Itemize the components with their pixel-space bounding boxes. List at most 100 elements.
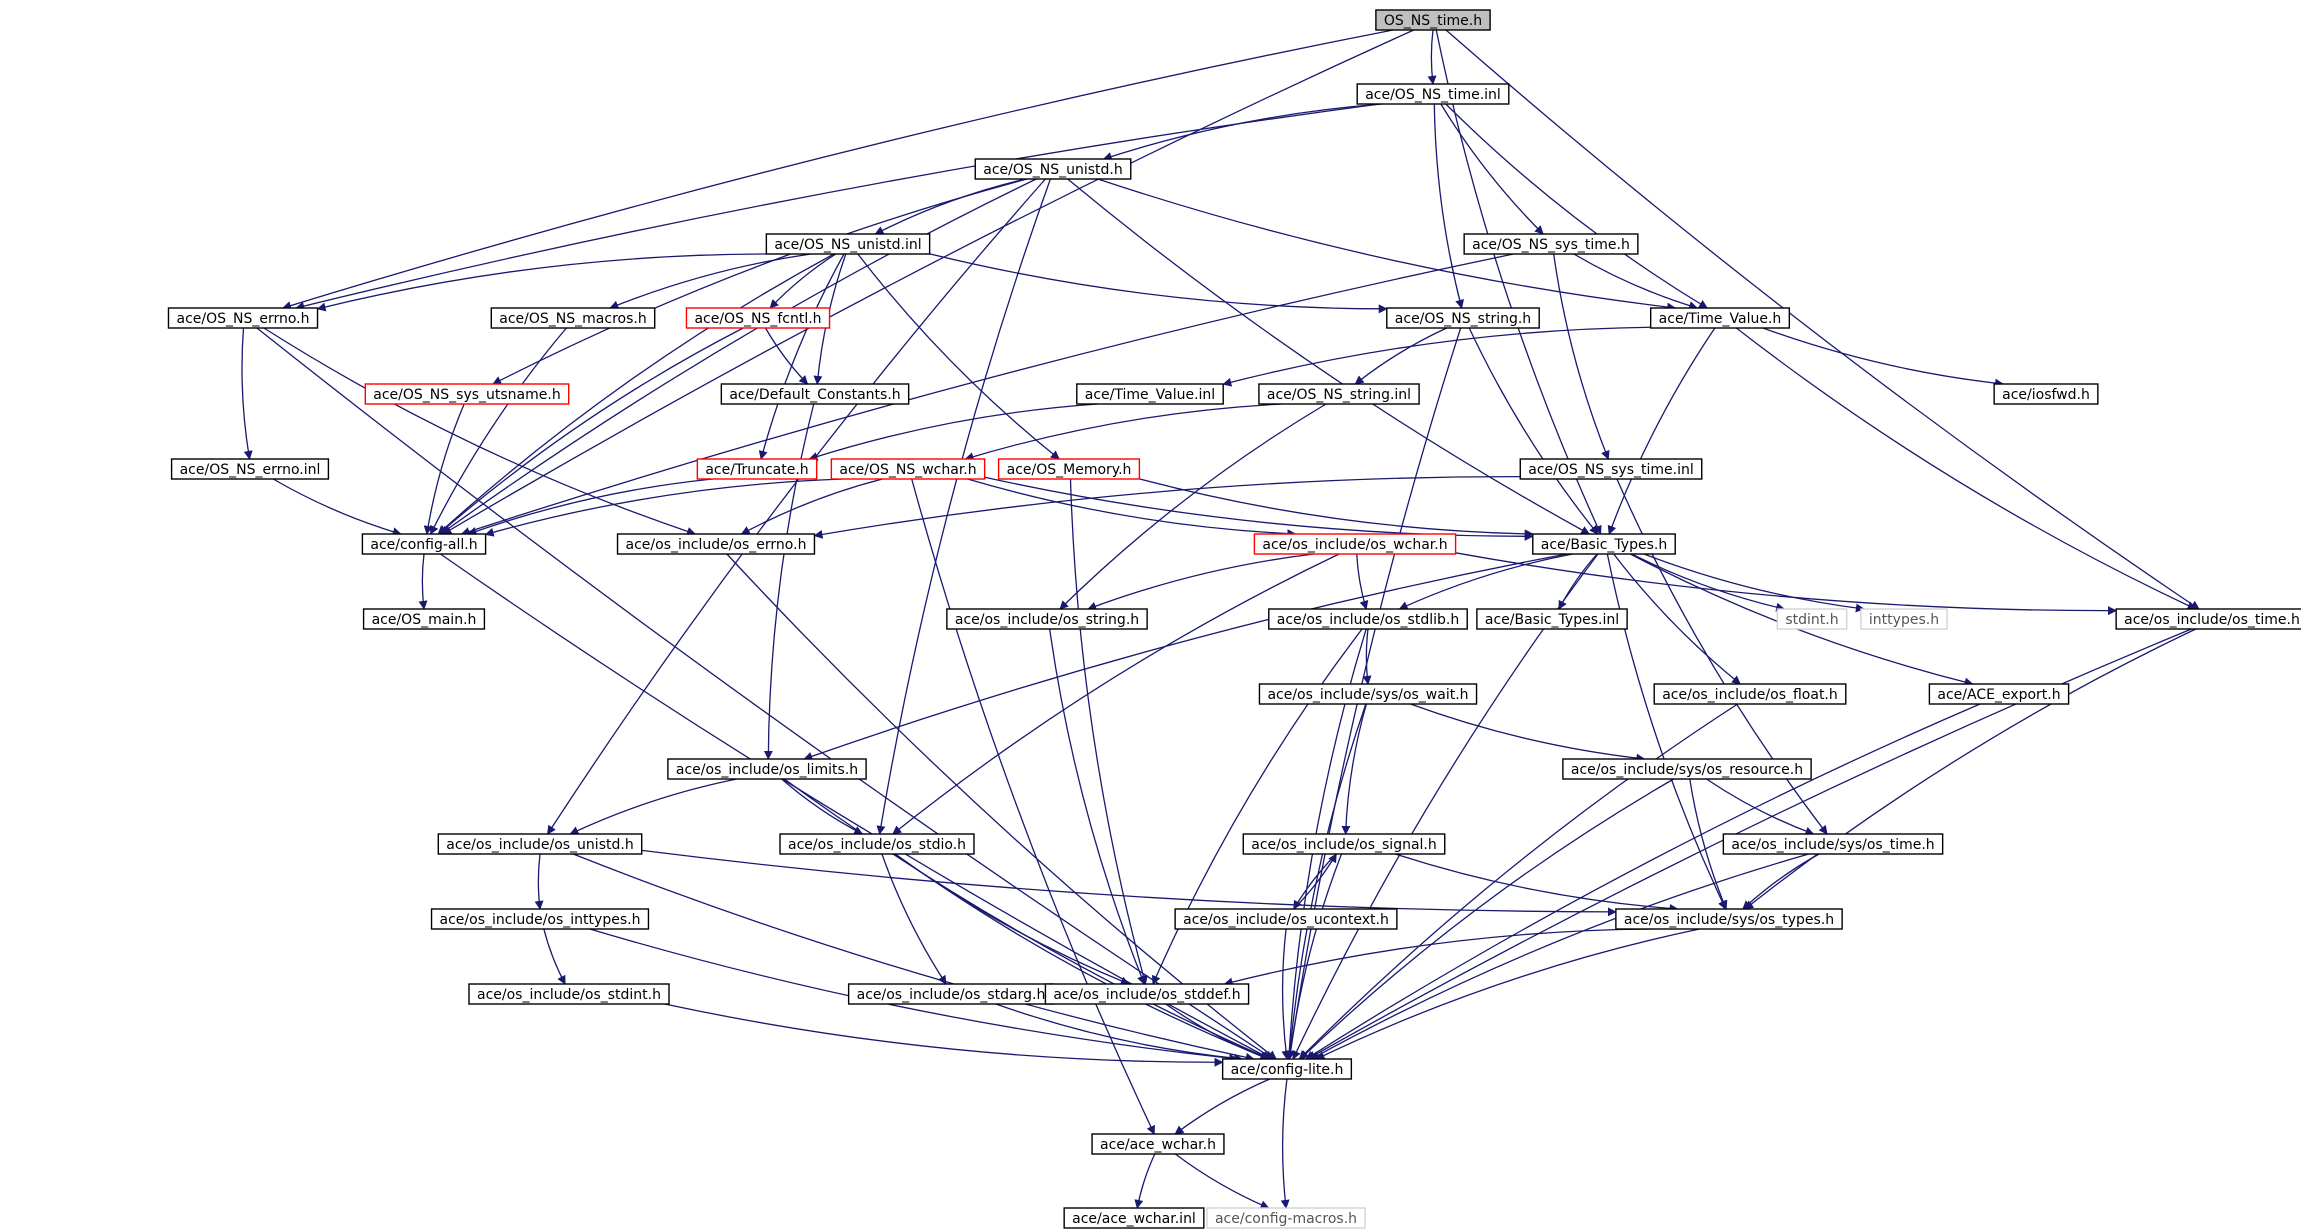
file-node-os-stdarg-h[interactable]: ace/os_include/os_stdarg.h xyxy=(847,983,1055,1005)
file-node-os-errno-h[interactable]: ace/os_include/os_errno.h xyxy=(616,533,816,555)
file-node-ace-wchar-h[interactable]: ace/ace_wchar.h xyxy=(1091,1133,1225,1155)
file-node-os-wchar-h[interactable]: ace/os_include/os_wchar.h xyxy=(1253,533,1457,555)
edge-os-ns-time-h-to-os-time-h xyxy=(1445,29,2200,610)
edge-sys-os-time-h-to-os-types-h xyxy=(1742,853,1820,910)
file-node-os-memory-h[interactable]: ace/OS_Memory.h xyxy=(997,458,1141,480)
node-box xyxy=(1375,9,1491,31)
edge-os-ns-errno-h-to-os-errno-h xyxy=(263,327,696,536)
node-box xyxy=(1776,608,1848,630)
node-box xyxy=(1174,908,1398,930)
node-label: ace/Basic_Types.inl xyxy=(1485,612,1619,628)
edge-os-memory-h-to-basic-types-h xyxy=(1139,478,1534,539)
file-node-os-ns-unistd-inl[interactable]: ace/OS_NS_unistd.inl xyxy=(765,233,931,255)
file-node-os-limits-h[interactable]: ace/os_include/os_limits.h xyxy=(667,758,867,780)
file-node-ace-wchar-inl[interactable]: ace/ace_wchar.inl xyxy=(1063,1207,1205,1229)
file-node-os-signal-h[interactable]: ace/os_include/os_signal.h xyxy=(1242,833,1446,855)
edge-os-ns-unistd-inl-to-os-ns-string-h xyxy=(929,253,1388,314)
node-box xyxy=(1356,83,1510,105)
file-node-os-stdlib-h[interactable]: ace/os_include/os_stdlib.h xyxy=(1268,608,1468,630)
file-node-iosfwd-h[interactable]: ace/iosfwd.h xyxy=(1993,383,2099,405)
edge-os-ns-sys-utsname-h-to-config-all-h xyxy=(423,403,465,535)
node-label: ace/os_include/os_stdarg.h xyxy=(857,987,1046,1003)
edge-os-ns-sys-time-h-to-time-value-h xyxy=(1573,253,1699,310)
edge-os-ns-fcntl-h-to-config-all-h xyxy=(438,327,744,535)
file-node-os-float-h[interactable]: ace/os_include/os_float.h xyxy=(1653,683,1847,705)
file-node-os-ns-string-inl[interactable]: ace/OS_NS_string.inl xyxy=(1258,383,1420,405)
node-box xyxy=(1860,608,1948,630)
file-node-os-string-h[interactable]: ace/os_include/os_string.h xyxy=(946,608,1148,630)
file-node-config-lite-h[interactable]: ace/config-lite.h xyxy=(1221,1058,1353,1080)
file-node-os-time-h[interactable]: ace/os_include/os_time.h xyxy=(2115,608,2301,630)
file-node-os-stdint-h[interactable]: ace/os_include/os_stdint.h xyxy=(468,983,670,1005)
edge-basic-types-h-to-inttypes-h xyxy=(1643,553,1865,613)
node-box xyxy=(468,983,670,1005)
file-node-os-ns-macros-h[interactable]: ace/OS_NS_macros.h xyxy=(490,307,656,329)
edge-os-ns-time-inl-to-os-ns-sys-time-h xyxy=(1440,103,1544,235)
node-box xyxy=(1221,1058,1353,1080)
file-node-config-all-h[interactable]: ace/config-all.h xyxy=(361,533,487,555)
file-node-os-ns-sys-time-inl[interactable]: ace/OS_NS_sys_time.inl xyxy=(1519,458,1703,480)
edge-os-stdio-h-to-os-stddef-h xyxy=(894,853,1130,986)
node-label: ace/OS_NS_sys_time.h xyxy=(1472,237,1630,253)
edge-os-wchar-h-to-os-stdio-h xyxy=(892,553,1340,835)
edge-os-ns-wchar-h-to-basic-types-h xyxy=(984,476,1534,541)
file-node-os-ns-time-h[interactable]: OS_NS_time.h xyxy=(1375,9,1491,31)
node-box xyxy=(1649,307,1791,329)
file-node-os-ns-unistd-h[interactable]: ace/OS_NS_unistd.h xyxy=(974,158,1132,180)
node-label: ace/OS_NS_unistd.inl xyxy=(774,237,921,253)
file-node-default-constants-h[interactable]: ace/Default_Constants.h xyxy=(720,383,910,405)
file-node-os-ns-time-inl[interactable]: ace/OS_NS_time.inl xyxy=(1356,83,1510,105)
file-node-time-value-h[interactable]: ace/Time_Value.h xyxy=(1649,307,1791,329)
file-node-os-unistd-h[interactable]: ace/os_include/os_unistd.h xyxy=(437,833,643,855)
node-label: ace/OS_Memory.h xyxy=(1007,462,1132,478)
edge-os-ns-sys-time-inl-to-os-errno-h xyxy=(813,475,1521,539)
file-node-config-macros-h[interactable]: ace/config-macros.h xyxy=(1206,1207,1366,1229)
file-node-os-ns-string-h[interactable]: ace/OS_NS_string.h xyxy=(1386,307,1540,329)
file-node-os-main-h[interactable]: ace/OS_main.h xyxy=(362,608,486,630)
node-box xyxy=(765,233,931,255)
edge-os-signal-h-to-os-ucontext-h xyxy=(1293,853,1337,910)
file-node-os-ns-sys-utsname-h[interactable]: ace/OS_NS_sys_utsname.h xyxy=(364,383,570,405)
node-label: ace/OS_NS_sys_time.inl xyxy=(1528,462,1693,478)
file-node-time-value-inl[interactable]: ace/Time_Value.inl xyxy=(1076,383,1224,405)
file-node-os-stddef-h[interactable]: ace/os_include/os_stddef.h xyxy=(1044,983,1250,1005)
file-node-os-inttypes-h[interactable]: ace/os_include/os_inttypes.h xyxy=(430,908,650,930)
file-node-os-ns-wchar-h[interactable]: ace/OS_NS_wchar.h xyxy=(830,458,986,480)
file-node-os-ns-errno-h[interactable]: ace/OS_NS_errno.h xyxy=(167,307,319,329)
edge-os-ns-unistd-h-to-time-value-h xyxy=(1097,178,1677,312)
edge-os-inttypes-h-to-config-lite-h xyxy=(589,928,1239,1063)
edge-os-ns-unistd-inl-to-config-all-h xyxy=(437,253,835,535)
edge-os-ns-wchar-h-to-os-errno-h xyxy=(740,478,883,535)
node-label: ace/Truncate.h xyxy=(705,462,808,478)
edge-config-all-h-to-os-main-h xyxy=(418,553,428,610)
file-node-os-ns-fcntl-h[interactable]: ace/OS_NS_fcntl.h xyxy=(685,307,831,329)
node-label: ace/iosfwd.h xyxy=(2002,387,2090,403)
edge-os-ns-unistd-inl-to-os-ns-fcntl-h xyxy=(769,253,837,309)
edge-os-ns-wchar-h-to-ace-wchar-h xyxy=(911,478,1155,1135)
file-node-os-types-h[interactable]: ace/os_include/sys/os_types.h xyxy=(1615,908,1843,930)
file-node-os-ucontext-h[interactable]: ace/os_include/os_ucontext.h xyxy=(1174,908,1398,930)
node-box xyxy=(1615,908,1843,930)
node-box xyxy=(779,833,975,855)
file-node-os-ns-errno-inl[interactable]: ace/OS_NS_errno.inl xyxy=(170,458,330,480)
dependency-edges xyxy=(241,29,2200,1209)
edge-os-wait-h-to-config-lite-h xyxy=(1285,703,1367,1060)
file-node-ace-export-h[interactable]: ace/ACE_export.h xyxy=(1928,683,2070,705)
file-node-inttypes-h[interactable]: inttypes.h xyxy=(1860,608,1948,630)
edge-truncate-h-to-config-all-h xyxy=(467,478,713,536)
node-label: ace/ace_wchar.inl xyxy=(1072,1211,1196,1227)
edge-os-ns-unistd-h-to-config-all-h xyxy=(440,178,1037,535)
edge-basic-types-h-to-os-stdlib-h xyxy=(1398,553,1573,610)
file-node-stdint-h[interactable]: stdint.h xyxy=(1776,608,1848,630)
file-node-os-stdio-h[interactable]: ace/os_include/os_stdio.h xyxy=(779,833,975,855)
node-box xyxy=(1653,683,1847,705)
node-label: stdint.h xyxy=(1785,612,1838,628)
node-label: ace/os_include/os_stdint.h xyxy=(477,987,661,1003)
file-node-os-resource-h[interactable]: ace/os_include/sys/os_resource.h xyxy=(1562,758,1812,780)
file-node-os-ns-sys-time-h[interactable]: ace/OS_NS_sys_time.h xyxy=(1463,233,1639,255)
file-node-basic-types-h[interactable]: ace/Basic_Types.h xyxy=(1532,533,1676,555)
file-node-sys-os-time-h[interactable]: ace/os_include/sys/os_time.h xyxy=(1722,833,1944,855)
file-node-truncate-h[interactable]: ace/Truncate.h xyxy=(696,458,818,480)
file-node-basic-types-inl[interactable]: ace/Basic_Types.inl xyxy=(1476,608,1628,630)
file-node-os-wait-h[interactable]: ace/os_include/sys/os_wait.h xyxy=(1258,683,1478,705)
